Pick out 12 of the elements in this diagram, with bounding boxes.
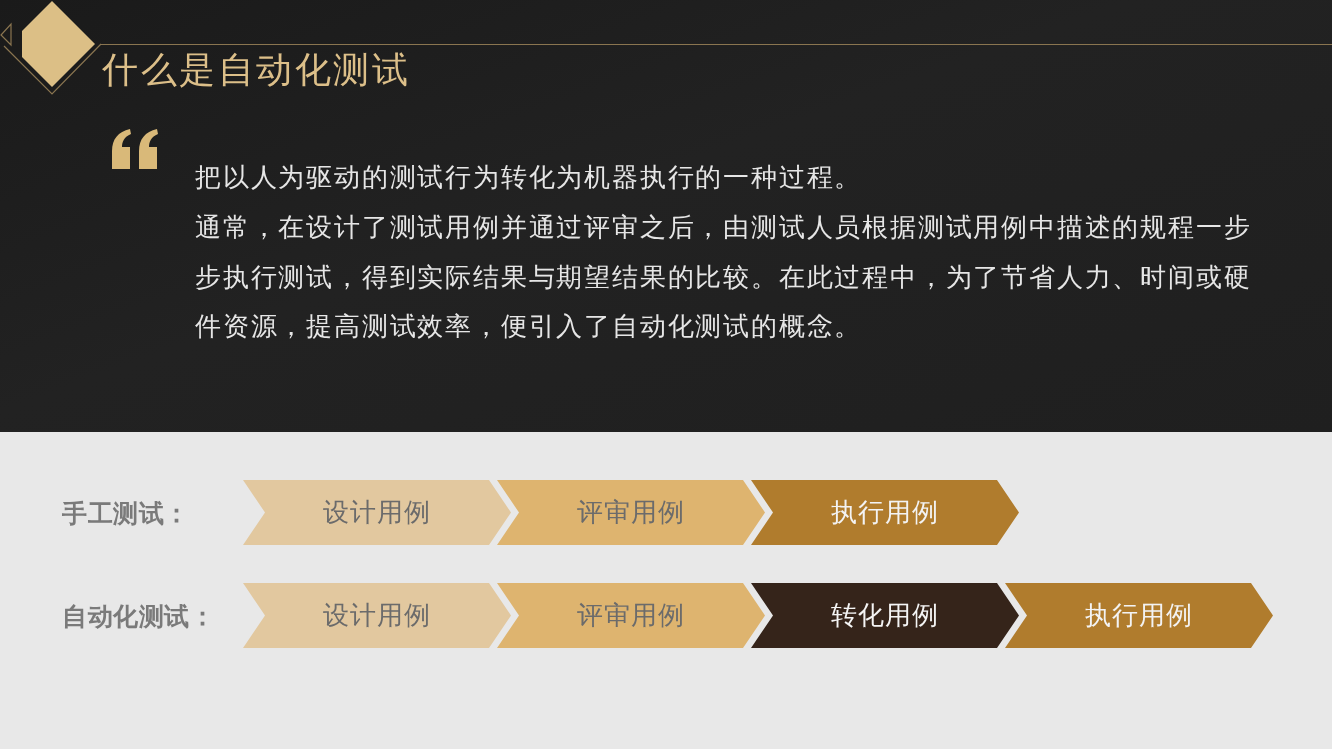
chevron-step: 评审用例 bbox=[497, 480, 765, 545]
paragraph: 把以人为驱动的测试行为转化为机器执行的一种过程。 bbox=[195, 161, 864, 194]
chevron-step: 转化用例 bbox=[751, 583, 1019, 648]
chevron-step: 执行用例 bbox=[751, 480, 1019, 545]
chevron-step: 设计用例 bbox=[243, 480, 511, 545]
chevron-step: 设计用例 bbox=[243, 583, 511, 648]
chevron-step: 评审用例 bbox=[497, 583, 765, 648]
row-label: 自动化测试： bbox=[62, 600, 216, 633]
paragraph: 通常，在设计了测试用例并通过评审之后，由测试人员根据测试用例中描述的规程一步步执行测试，得到实际结果与期望结果的比较。在此过程中，为了节省人力、时间或硬件资源，提高测试效率，便引入了自动化测试的概念。 bbox=[195, 211, 1253, 344]
title: 什么是自动化测试 bbox=[102, 48, 410, 92]
chevron-step: 执行用例 bbox=[1005, 583, 1273, 648]
row-label: 手工测试： bbox=[62, 497, 190, 530]
